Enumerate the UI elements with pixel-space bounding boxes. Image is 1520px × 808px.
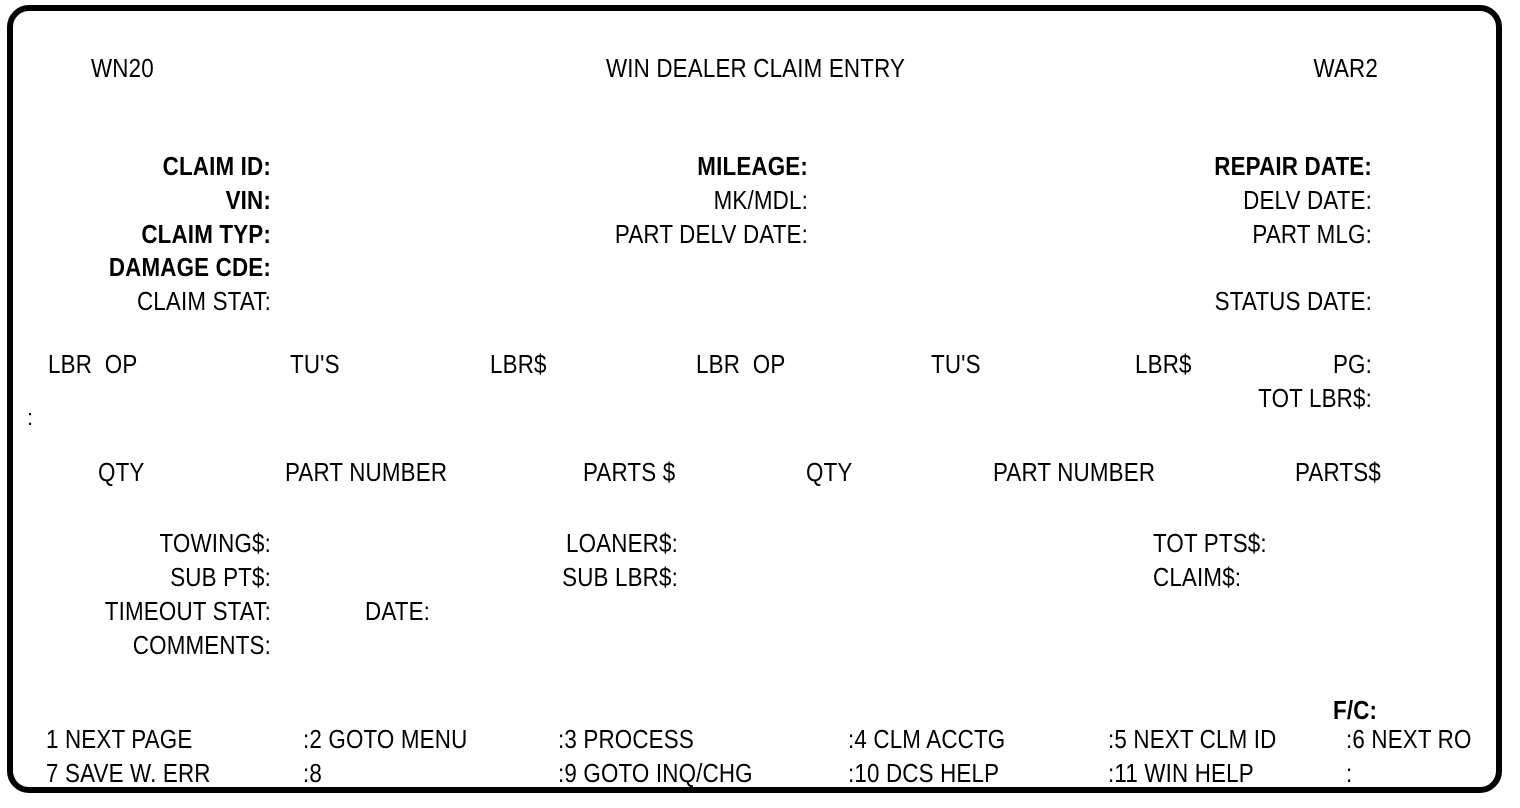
field-label-page: PG: [1332, 349, 1372, 379]
column-header-qty-2: QTY [806, 457, 853, 487]
region-code-label: WAR2 [1313, 53, 1378, 83]
field-label-mileage: MILEAGE: [697, 151, 808, 181]
function-key-1-next-page[interactable]: 1 NEXT PAGE [46, 724, 193, 754]
column-header-part-number-1: PART NUMBER [285, 457, 448, 487]
field-label-part-delv-date: PART DELV DATE: [614, 219, 808, 249]
field-label-damage-cde: DAMAGE CDE: [108, 252, 271, 282]
column-header-lbrs-1: LBR$ [490, 349, 547, 379]
field-label-comments: COMMENTS: [132, 630, 271, 660]
field-label-tot-pts-dollar: TOT PTS$: [1153, 528, 1267, 558]
function-key-5-next-clm-id[interactable]: :5 NEXT CLM ID [1108, 724, 1277, 754]
terminal-frame: WN20 WIN DEALER CLAIM ENTRY WAR2 CLAIM I… [7, 5, 1502, 793]
column-header-tus-2: TU'S [931, 349, 981, 379]
column-header-lbr-op-1: LBR OP [48, 349, 138, 379]
field-label-date: DATE: [365, 596, 431, 626]
scan-artifact-mark: : [27, 405, 34, 430]
column-header-part-number-2: PART NUMBER [993, 457, 1156, 487]
field-label-claim-typ: CLAIM TYP: [141, 219, 271, 249]
field-label-sub-pts: SUB PT$: [170, 562, 271, 592]
field-label-claim-id: CLAIM ID: [162, 151, 271, 181]
function-key-10-dcs-help[interactable]: :10 DCS HELP [848, 758, 1000, 788]
function-key-9-goto-inq-chg[interactable]: :9 GOTO INQ/CHG [558, 758, 753, 788]
function-key-11-win-help[interactable]: :11 WIN HELP [1108, 758, 1254, 788]
function-key-4-clm-acctg[interactable]: :4 CLM ACCTG [848, 724, 1006, 754]
column-header-parts-dollar-2: PARTS$ [1295, 457, 1381, 487]
function-key-6-next-ro[interactable]: :6 NEXT RO [1346, 724, 1472, 754]
field-label-claim-stat: CLAIM STAT: [136, 286, 271, 316]
field-label-fc: F/C: [1333, 695, 1378, 725]
field-label-claim-dollar: CLAIM$: [1153, 562, 1242, 592]
field-label-status-date: STATUS DATE: [1214, 286, 1372, 316]
function-key-12-empty[interactable]: : [1346, 758, 1353, 788]
screen-id-label: WN20 [91, 53, 154, 83]
column-header-lbr-op-2: LBR OP [696, 349, 786, 379]
field-label-timeout-stat: TIMEOUT STAT: [104, 596, 271, 626]
field-label-sub-lbrs: SUB LBR$: [562, 562, 678, 592]
page-title: WIN DEALER CLAIM ENTRY [606, 53, 906, 83]
function-key-2-goto-menu[interactable]: :2 GOTO MENU [303, 724, 468, 754]
column-header-parts-dollar-1: PARTS $ [583, 457, 676, 487]
field-label-vin: VIN: [225, 185, 271, 215]
field-label-mk-mdl: MK/MDL: [713, 185, 808, 215]
field-label-repair-date: REPAIR DATE: [1214, 151, 1372, 181]
field-label-delv-date: DELV DATE: [1243, 185, 1372, 215]
function-key-8[interactable]: :8 [303, 758, 323, 788]
column-header-tus-1: TU'S [290, 349, 340, 379]
field-label-part-mlg: PART MLG: [1252, 219, 1372, 249]
field-label-tot-lbrs: TOT LBR$: [1258, 383, 1372, 413]
column-header-qty-1: QTY [98, 457, 145, 487]
field-label-towing-dollar: TOWING$: [159, 528, 271, 558]
function-key-7-save-w-err[interactable]: 7 SAVE W. ERR [46, 758, 211, 788]
field-label-loaners-dollar: LOANER$: [566, 528, 678, 558]
function-key-3-process[interactable]: :3 PROCESS [558, 724, 694, 754]
column-header-lbrs-2: LBR$ [1135, 349, 1192, 379]
